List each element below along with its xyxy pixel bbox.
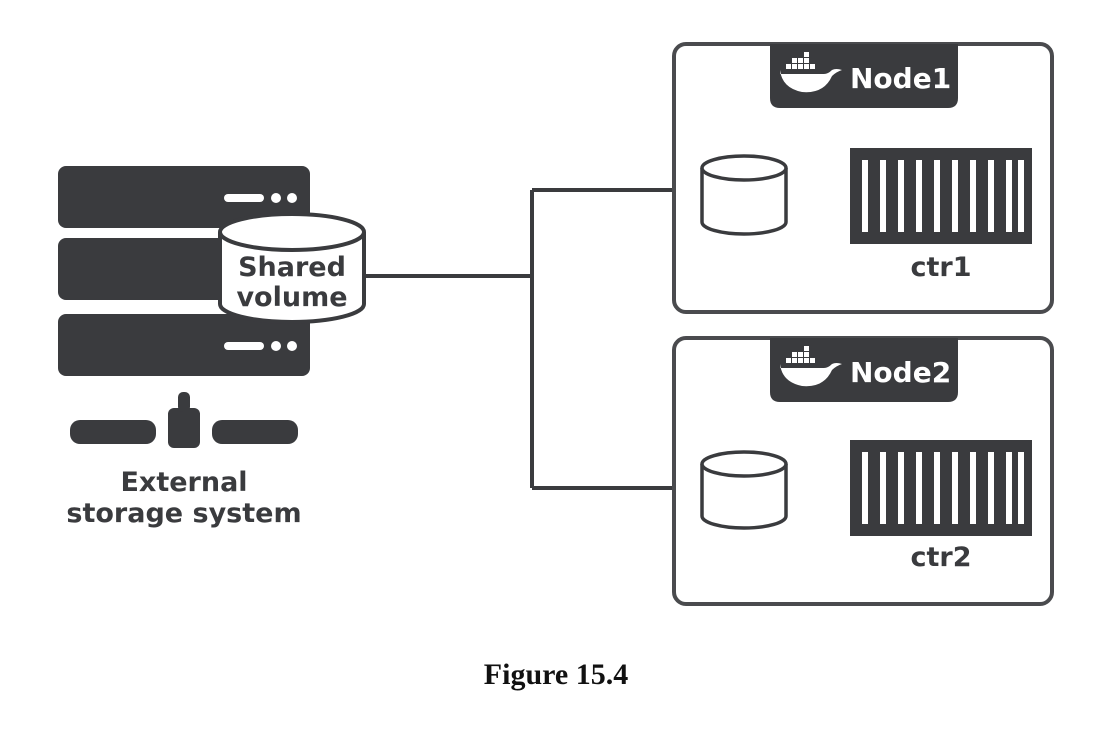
node-header-tab — [770, 44, 958, 108]
volume-cylinder-icon — [700, 154, 788, 236]
container-label: ctr2 — [910, 542, 971, 573]
server-rack-bottom — [58, 314, 310, 376]
volume-label-line1: Shared — [238, 252, 346, 283]
node-header-tab — [770, 338, 958, 402]
storage-label-line1: External — [120, 467, 247, 498]
storage-label-line2: storage system — [66, 498, 301, 529]
container-icon — [850, 148, 1032, 244]
network-connector-icon — [70, 392, 298, 448]
node-box-1: Node1 ctr1 — [672, 42, 1054, 314]
shared-volume-cylinder: Shared volume — [218, 212, 366, 324]
node-box-2: Node2 ctr2 — [672, 336, 1054, 606]
container-icon — [850, 440, 1032, 536]
server-rack-top — [58, 166, 310, 228]
node-title: Node1 — [850, 62, 951, 95]
volume-cylinder-icon — [700, 450, 788, 530]
container-label: ctr1 — [910, 252, 971, 283]
volume-label-line2: volume — [236, 282, 347, 313]
node-title: Node2 — [850, 356, 951, 389]
connection-lines — [364, 188, 702, 490]
figure-caption: Figure 15.4 — [483, 658, 629, 691]
